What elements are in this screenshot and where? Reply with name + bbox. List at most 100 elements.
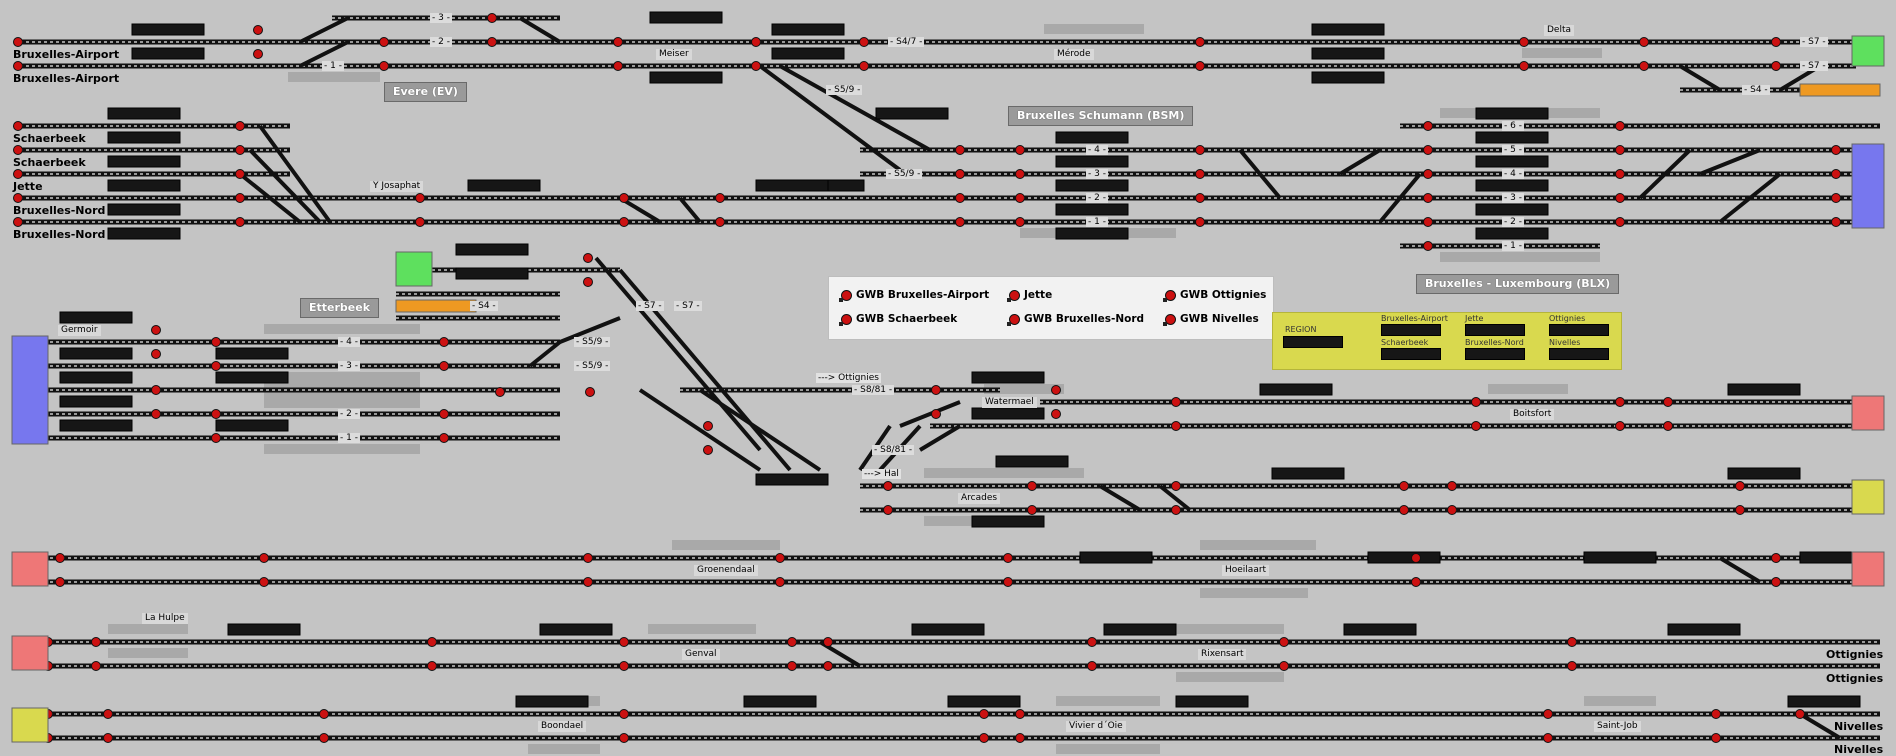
- train-number-display-32[interactable]: [59, 395, 133, 408]
- signal-120[interactable]: [1771, 553, 1781, 563]
- line-end-block-1[interactable]: [1799, 83, 1881, 97]
- signal-35[interactable]: [619, 193, 629, 203]
- signal-11[interactable]: [751, 61, 761, 71]
- train-number-display-55[interactable]: [1343, 623, 1417, 636]
- train-number-display-1[interactable]: [131, 47, 205, 60]
- signal-73[interactable]: [211, 433, 221, 443]
- signal-83[interactable]: [703, 445, 713, 455]
- train-number-display-63[interactable]: [971, 515, 1045, 528]
- signal-1[interactable]: [13, 61, 23, 71]
- signal-18[interactable]: [1639, 37, 1649, 47]
- train-number-display-53[interactable]: [911, 623, 985, 636]
- end-label-nivelles-2[interactable]: Nivelles: [1834, 743, 1884, 756]
- train-number-display-10[interactable]: [107, 131, 181, 144]
- line-end-block-7[interactable]: [11, 635, 49, 671]
- signal-116[interactable]: [1003, 553, 1013, 563]
- signal-146[interactable]: [619, 709, 629, 719]
- end-label-bruxelles-nord-2[interactable]: Bruxelles-Nord: [13, 228, 106, 241]
- signal-82[interactable]: [703, 421, 713, 431]
- train-number-display-15[interactable]: [467, 179, 541, 192]
- train-number-display-35[interactable]: [215, 371, 289, 384]
- signal-16[interactable]: [1519, 37, 1529, 47]
- train-number-display-8[interactable]: [1311, 71, 1385, 84]
- line-end-block-2[interactable]: [1851, 143, 1885, 229]
- end-label-schaerbeek-1[interactable]: Schaerbeek: [13, 132, 86, 145]
- signal-24[interactable]: [13, 145, 23, 155]
- signal-70[interactable]: [211, 337, 221, 347]
- signal-68[interactable]: [151, 385, 161, 395]
- signal-79[interactable]: [583, 277, 593, 287]
- signal-63[interactable]: [1831, 169, 1841, 179]
- train-number-display-17[interactable]: [875, 107, 949, 120]
- signal-80[interactable]: [495, 387, 505, 397]
- signal-26[interactable]: [13, 193, 23, 203]
- signal-96[interactable]: [883, 481, 893, 491]
- end-label-ottignies-1[interactable]: Ottignies: [1826, 648, 1884, 661]
- train-number-display-19[interactable]: [1055, 155, 1129, 168]
- train-number-display-23[interactable]: [1475, 107, 1549, 120]
- train-number-display-40[interactable]: [971, 371, 1045, 384]
- signal-111[interactable]: [259, 577, 269, 587]
- signal-127[interactable]: [427, 661, 437, 671]
- signal-86[interactable]: [1051, 385, 1061, 395]
- signal-155[interactable]: [1711, 733, 1721, 743]
- signal-14[interactable]: [1195, 37, 1205, 47]
- train-number-display-37[interactable]: [455, 243, 529, 256]
- train-number-display-3[interactable]: [771, 23, 845, 36]
- train-number-display-57[interactable]: [515, 695, 589, 708]
- signal-55[interactable]: [1423, 217, 1433, 227]
- train-number-display-60[interactable]: [1175, 695, 1249, 708]
- end-label-nivelles-1[interactable]: Nivelles: [1834, 720, 1884, 733]
- signal-72[interactable]: [211, 409, 221, 419]
- signal-34[interactable]: [415, 217, 425, 227]
- signal-134[interactable]: [1087, 637, 1097, 647]
- signal-118[interactable]: [1411, 553, 1421, 563]
- signal-43[interactable]: [1015, 145, 1025, 155]
- signal-32[interactable]: [235, 217, 245, 227]
- train-number-display-14[interactable]: [107, 227, 181, 240]
- signal-105[interactable]: [1447, 505, 1457, 515]
- signal-31[interactable]: [235, 193, 245, 203]
- signal-99[interactable]: [1027, 505, 1037, 515]
- line-end-block-3[interactable]: [11, 335, 49, 445]
- train-number-display-42[interactable]: [1259, 383, 1333, 396]
- signal-95[interactable]: [1663, 421, 1673, 431]
- train-number-display-7[interactable]: [1311, 47, 1385, 60]
- signal-148[interactable]: [979, 709, 989, 719]
- signal-6[interactable]: [487, 13, 497, 23]
- region-display-jette[interactable]: [1465, 324, 1525, 336]
- signal-91[interactable]: [1471, 421, 1481, 431]
- signal-128[interactable]: [619, 637, 629, 647]
- line-end-block-5[interactable]: [1851, 479, 1885, 515]
- signal-81[interactable]: [585, 387, 595, 397]
- signal-76[interactable]: [439, 409, 449, 419]
- signal-78[interactable]: [583, 253, 593, 263]
- train-number-display-18[interactable]: [1055, 131, 1129, 144]
- train-number-display-9[interactable]: [107, 107, 181, 120]
- signal-50[interactable]: [1195, 217, 1205, 227]
- signal-147[interactable]: [619, 733, 629, 743]
- signal-108[interactable]: [55, 553, 65, 563]
- signal-27[interactable]: [13, 217, 23, 227]
- train-number-display-46[interactable]: [1727, 467, 1801, 480]
- signal-104[interactable]: [1447, 481, 1457, 491]
- train-number-display-11[interactable]: [107, 155, 181, 168]
- signal-152[interactable]: [1543, 709, 1553, 719]
- end-label-schaerbeek-2[interactable]: Schaerbeek: [13, 156, 86, 169]
- signal-47[interactable]: [1195, 145, 1205, 155]
- line-end-block-0[interactable]: [1851, 35, 1885, 67]
- train-number-display-48[interactable]: [1367, 551, 1441, 564]
- signal-33[interactable]: [415, 193, 425, 203]
- signal-19[interactable]: [1639, 61, 1649, 71]
- signal-124[interactable]: [91, 637, 101, 647]
- signal-153[interactable]: [1543, 733, 1553, 743]
- line-end-block-9[interactable]: [395, 251, 433, 287]
- signal-36[interactable]: [619, 217, 629, 227]
- signal-117[interactable]: [1003, 577, 1013, 587]
- end-label-ottignies-2[interactable]: Ottignies: [1826, 672, 1884, 685]
- signal-115[interactable]: [775, 577, 785, 587]
- line-end-block-10[interactable]: [395, 299, 477, 313]
- signal-100[interactable]: [1171, 481, 1181, 491]
- signal-156[interactable]: [1795, 709, 1805, 719]
- signal-54[interactable]: [1423, 193, 1433, 203]
